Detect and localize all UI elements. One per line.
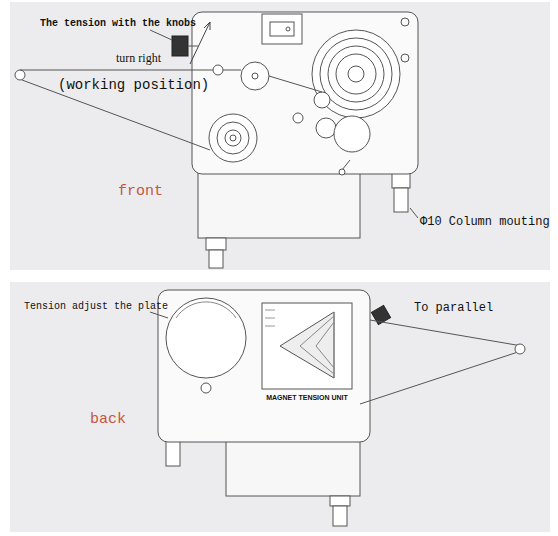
roller [314, 92, 330, 108]
roller [293, 113, 303, 123]
knob [172, 36, 188, 56]
post [209, 250, 223, 268]
tension-wheel [336, 54, 376, 94]
guide-roller [252, 73, 258, 79]
tension-wheel [348, 66, 364, 82]
column-mount [394, 188, 408, 212]
post [333, 506, 347, 526]
leader-line [150, 312, 168, 318]
screw [401, 18, 409, 26]
wire [223, 70, 322, 92]
tension-wheel [312, 30, 400, 118]
product-name: MAGNET TENSION UNIT [266, 394, 348, 402]
callout-text: (working position) [58, 78, 209, 93]
pulley [230, 135, 236, 141]
screw [201, 383, 211, 393]
leader-line [410, 208, 418, 218]
roller [334, 116, 370, 152]
front-view [15, 12, 418, 268]
tension-wheel [328, 46, 384, 102]
arrow-head [204, 22, 210, 30]
eyelet [339, 169, 345, 175]
screw [401, 54, 409, 62]
roller [316, 118, 336, 138]
dial-scale [176, 302, 236, 318]
base-block [198, 172, 360, 238]
callout-text: turn right [116, 52, 161, 65]
post [206, 238, 226, 250]
panel-ground [10, 282, 550, 532]
guide-roller [241, 62, 269, 90]
meter-marks [265, 310, 275, 326]
wire [342, 160, 350, 170]
view-label: back [90, 412, 126, 429]
view-label: front [118, 184, 163, 201]
clamp [262, 14, 302, 44]
housing [192, 12, 418, 174]
wire [360, 352, 518, 404]
screw [286, 27, 290, 31]
pulley [209, 114, 257, 162]
meter-scale [300, 312, 334, 378]
guide-pulley [15, 70, 25, 80]
housing [158, 290, 370, 442]
wire [20, 70, 213, 71]
pulley [225, 130, 241, 146]
pulley [217, 122, 249, 154]
tension-wheel [320, 38, 392, 110]
wire [370, 320, 522, 346]
callout-text: Φ10 Column mouting [420, 216, 550, 229]
guide-pulley [515, 344, 525, 354]
eyelet [213, 65, 223, 75]
meter [262, 303, 352, 389]
meter-scale [280, 312, 334, 378]
leader-line [150, 30, 172, 40]
clamp [270, 22, 294, 36]
knob-shaft [188, 46, 198, 47]
callout-text: Tension adjust the plate [24, 301, 168, 312]
base-block [226, 440, 360, 496]
post [330, 496, 350, 506]
back-view [150, 290, 525, 526]
callout-text: To parallel [414, 302, 493, 315]
callout-text: The tension with the knobs [40, 18, 196, 29]
panel-ground [10, 2, 550, 270]
adjust-plate [166, 298, 246, 378]
